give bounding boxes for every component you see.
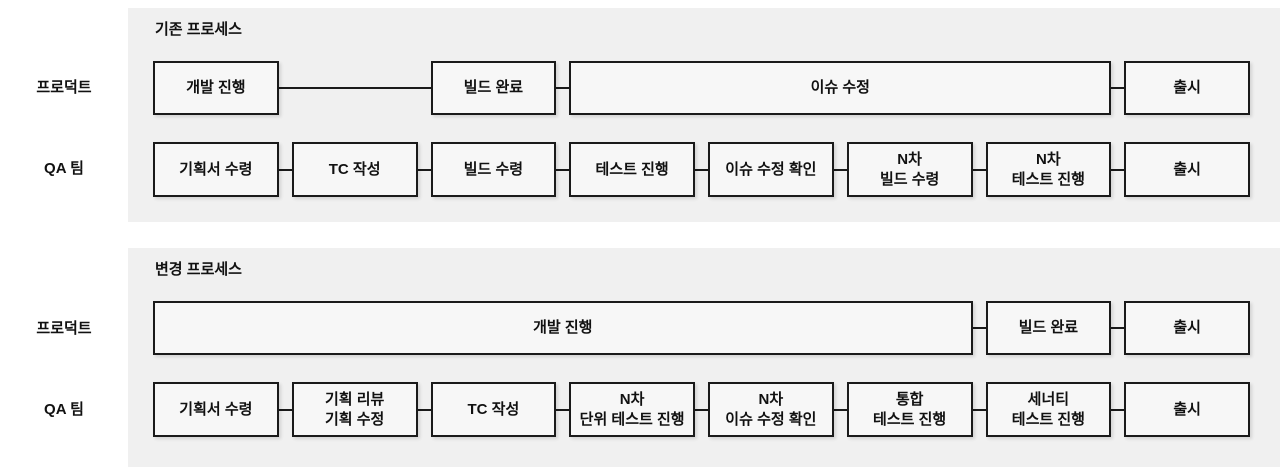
process-box-label: N차: [1036, 151, 1061, 168]
panel-changed-process: 변경 프로세스 개발 진행 빌드 완료 출시 기획서 수령 기획 리뷰 기획 수…: [128, 248, 1280, 467]
process-box: 통합 테스트 진행: [846, 382, 973, 437]
panel-existing-process: 기존 프로세스 개발 진행 빌드 완료 이슈 수정 출시 기획서 수령 TC 작…: [128, 8, 1280, 222]
process-box-label: 출시: [1173, 400, 1201, 418]
qa-row-changed: 기획서 수령 기획 리뷰 기획 수정 TC 작성 N차 단위 테스트 진행 N차…: [153, 382, 1250, 437]
process-box-label: 기획 리뷰: [324, 391, 385, 408]
process-box-label: 출시: [1173, 160, 1201, 178]
process-box-label: N차: [619, 391, 645, 408]
process-box-label: N차: [897, 151, 922, 168]
process-box-label: TC 작성: [328, 160, 381, 178]
process-box-label: TC 작성: [467, 400, 520, 418]
process-box: 기획 리뷰 기획 수정: [291, 382, 418, 437]
row-label-qa-changed: QA 팀: [44, 401, 84, 418]
process-box-label: 출시: [1173, 79, 1201, 97]
process-box-label: 개발 진행: [186, 79, 246, 97]
panel-title: 변경 프로세스: [155, 261, 242, 278]
product-row-changed: 개발 진행 빌드 완료 출시: [153, 301, 1250, 355]
process-box: N차 테스트 진행: [985, 142, 1112, 197]
panel-title: 기존 프로세스: [155, 21, 242, 38]
process-box-label: 단위 테스트 진행: [579, 410, 685, 428]
process-box-label: 빌드 수령: [879, 170, 940, 188]
process-box: 출시: [1124, 61, 1250, 115]
process-box: 출시: [1124, 142, 1250, 197]
process-box-label: 개발 진행: [533, 319, 593, 337]
process-box: N차 단위 테스트 진행: [569, 382, 695, 437]
process-box: 빌드 완료: [430, 61, 557, 115]
process-box-label: 이슈 수정 확인: [725, 410, 817, 428]
process-box: N차 이슈 수정 확인: [708, 382, 834, 437]
connector-line: [154, 168, 1249, 171]
process-box-label: 테스트 진행: [1011, 410, 1085, 428]
process-box-label: 기획 수정: [324, 410, 385, 428]
process-box-label: 이슈 수정 확인: [725, 160, 817, 178]
process-box-label: 테스트 진행: [1011, 170, 1085, 188]
qa-row-existing: 기획서 수령 TC 작성 빌드 수령 테스트 진행 이슈 수정 확인 N차 빌드…: [153, 142, 1250, 197]
process-box: 기획서 수령: [153, 142, 279, 197]
process-box: 이슈 수정: [569, 61, 1112, 115]
process-box: TC 작성: [430, 382, 557, 437]
process-box-label: 빌드 완료: [1018, 319, 1079, 337]
process-box-label: 기획서 수령: [179, 160, 253, 178]
product-row-existing: 개발 진행 빌드 완료 이슈 수정 출시: [153, 61, 1250, 115]
process-box-label: 빌드 완료: [463, 79, 524, 97]
process-box-label: 기획서 수령: [179, 400, 253, 418]
process-box-label: N차: [758, 391, 784, 408]
process-box: 개발 진행: [153, 301, 973, 355]
process-box: 출시: [1124, 382, 1250, 437]
row-label-product-existing: 프로덕트: [36, 79, 92, 96]
process-box: 테스트 진행: [569, 142, 695, 197]
process-box: TC 작성: [291, 142, 418, 197]
row-label-product-changed: 프로덕트: [36, 320, 92, 337]
process-box-label: 통합: [895, 391, 924, 408]
process-box: 기획서 수령: [153, 382, 279, 437]
row-label-qa-existing: QA 팀: [44, 160, 84, 177]
process-box-label: 이슈 수정: [810, 79, 870, 97]
process-box-label: 테스트 진행: [595, 160, 669, 178]
process-box-label: 빌드 수령: [463, 160, 524, 178]
process-box: 빌드 완료: [985, 301, 1112, 355]
process-box-label: 출시: [1173, 319, 1201, 337]
process-box-label: 세너티: [1027, 391, 1070, 408]
process-box: N차 빌드 수령: [846, 142, 973, 197]
process-box: 세너티 테스트 진행: [985, 382, 1112, 437]
process-box: 이슈 수정 확인: [708, 142, 834, 197]
process-box: 출시: [1124, 301, 1250, 355]
process-box: 빌드 수령: [430, 142, 557, 197]
process-box: 개발 진행: [153, 61, 279, 115]
connector-line: [154, 408, 1249, 411]
process-box-label: 테스트 진행: [873, 410, 947, 428]
